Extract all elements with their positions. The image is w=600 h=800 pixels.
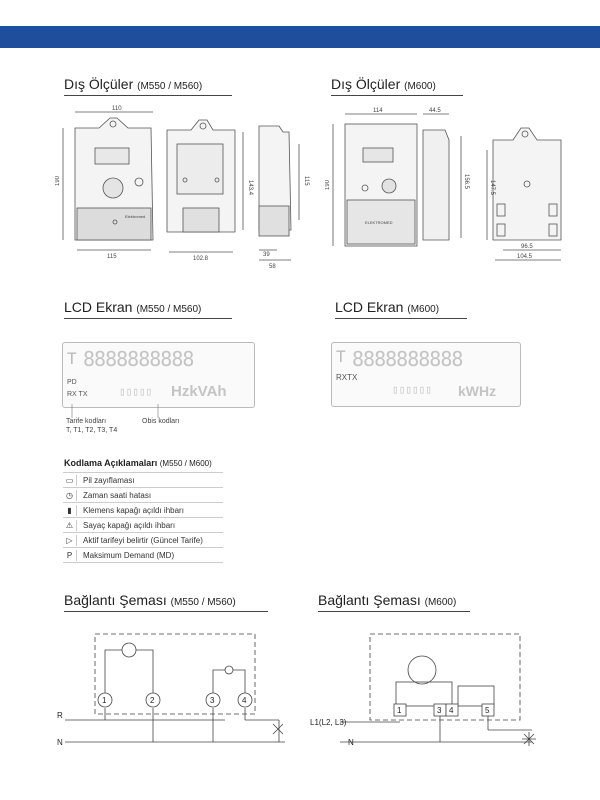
lcd-rxtx-label: RX TX	[67, 391, 88, 398]
terminal-label: 4	[242, 696, 247, 705]
heading-underline	[64, 318, 232, 319]
heading-conn-m600: Bağlantı Şeması (M600)	[318, 592, 457, 608]
heading-dim-m550: Dış Ölçüler (M550 / M560)	[64, 76, 203, 92]
legend-row: ◷ Zaman saati hatası	[63, 488, 223, 503]
obis-caption: Obis kodları	[142, 418, 180, 425]
terminal-label: 2	[150, 696, 155, 705]
play-icon: ▷	[63, 534, 77, 546]
heading-lcd-m600: LCD Ekran (M600)	[335, 299, 440, 315]
dim-drawing-m600: 114 44.5 190 156.5 147.5 96.5 104.5 ELEK…	[325, 108, 562, 261]
legend-row: ⚠ Sayaç kapağı açıldı ihbarı	[63, 518, 223, 533]
terminal-label: 3	[210, 696, 215, 705]
lcd-callout-lines	[71, 404, 159, 418]
brand-label: ELEKTROMED	[365, 220, 393, 225]
legend-label: Pil zayıflaması	[83, 475, 135, 485]
dim-side-height: 156.5	[463, 174, 469, 190]
terminal-label: 3	[437, 706, 442, 715]
legend-row: ▮ Klemens kapağı açıldı ihbarı	[63, 503, 223, 518]
lock-icon: ▮	[63, 504, 77, 516]
clock-icon: ◷	[63, 489, 77, 501]
brand-label: Elektromed	[125, 214, 145, 219]
line-r-label: R	[57, 711, 63, 720]
lcd-main-digits: 8888888888	[352, 347, 463, 371]
legend-row: ▷ Aktif tarifeyi belirtir (Güncel Tarife)	[63, 533, 223, 548]
lcd-display-m600: T 8888888888 RXTX ▯▯▯▯▯▯ kWHz	[331, 342, 521, 407]
md-icon: P	[63, 549, 77, 561]
lcd-units: HzkVAh	[171, 383, 227, 400]
lcd-small-digits: ▯▯▯▯▯	[119, 385, 153, 398]
legend-label: Zaman saati hatası	[83, 490, 152, 500]
legend-label: Maksimum Demand (MD)	[83, 550, 175, 560]
lcd-t-indicator: T	[67, 349, 77, 368]
dim-front-bottom: 115	[107, 254, 117, 260]
dim-back-height: 143.4	[247, 180, 253, 196]
conn-diagram-m600: 1 3 4 5 L1(L2, L3) N	[310, 633, 536, 747]
heading-underline	[331, 95, 463, 96]
lcd-main-digits: 8888888888	[83, 347, 194, 371]
heading-dim-m600: Dış Ölçüler (M600)	[331, 76, 436, 92]
line-n-label: N	[57, 738, 63, 747]
legend-label: Klemens kapağı açıldı ihbarı	[83, 505, 184, 515]
legend-table: ▭ Pil zayıflaması ◷ Zaman saati hatası ▮ Klem…	[63, 472, 223, 563]
terminal-label: 1	[102, 696, 107, 705]
dim-drawing-m550: 110 190 115 Elektromed 102.8 143.4 115 3…	[55, 106, 309, 270]
legend-row: P Maksimum Demand (MD)	[63, 548, 223, 563]
dim-side-depth: 44.5	[429, 108, 441, 114]
heading-conn-m550: Bağlantı Şeması (M550 / M560)	[64, 592, 236, 608]
dim-back-width1: 96.5	[521, 244, 533, 250]
dim-side-height: 115	[303, 176, 309, 186]
warning-icon: ⚠	[63, 519, 77, 531]
terminal-label: 4	[449, 706, 454, 715]
dim-front-width: 110	[112, 106, 122, 112]
heading-lcd-m550: LCD Ekran (M550 / M560)	[64, 299, 202, 315]
legend-row: ▭ Pil zayıflaması	[63, 472, 223, 488]
dim-side-depth2: 58	[269, 264, 276, 270]
heading-underline	[318, 611, 470, 612]
heading-underline	[335, 318, 467, 319]
lcd-units: kWHz	[458, 383, 497, 399]
conn-diagram-m550: 1 2 3 4 R N	[57, 633, 285, 747]
dim-front-height: 190	[325, 179, 331, 190]
legend-title: Kodlama Açıklamaları (M550 / M600)	[64, 458, 212, 468]
top-banner	[0, 26, 600, 48]
lcd-t-indicator: T	[336, 347, 346, 366]
line-l-label: L1(L2, L3)	[310, 718, 347, 727]
legend-label: Aktif tarifeyi belirtir (Güncel Tarife)	[83, 535, 203, 545]
terminal-label: 5	[485, 706, 490, 715]
tariff-codes: T, T1, T2, T3, T4	[66, 427, 118, 434]
dim-front-width: 114	[373, 108, 383, 114]
tariff-caption: Tarife kodları	[66, 418, 107, 425]
dim-back-width2: 104.5	[517, 254, 533, 260]
dim-back-width: 102.8	[193, 256, 209, 262]
lcd-display-m550: T 8888888888 PD RX TX HzkVAh ▯▯▯▯▯	[62, 342, 255, 408]
lcd-rxtx-label: RXTX	[336, 373, 358, 382]
heading-underline	[64, 611, 268, 612]
dim-back-height: 147.5	[489, 180, 495, 196]
lcd-small-digits: ▯▯▯▯▯▯	[392, 383, 432, 396]
lcd-pd-label: PD	[67, 379, 77, 386]
legend-label: Sayaç kapağı açıldı ihbarı	[83, 520, 176, 530]
heading-underline	[64, 95, 232, 96]
dim-front-height: 190	[55, 175, 61, 186]
line-n-label: N	[348, 738, 354, 747]
dim-side-depth1: 39	[263, 252, 270, 258]
battery-icon: ▭	[63, 474, 77, 486]
terminal-label: 1	[397, 706, 402, 715]
